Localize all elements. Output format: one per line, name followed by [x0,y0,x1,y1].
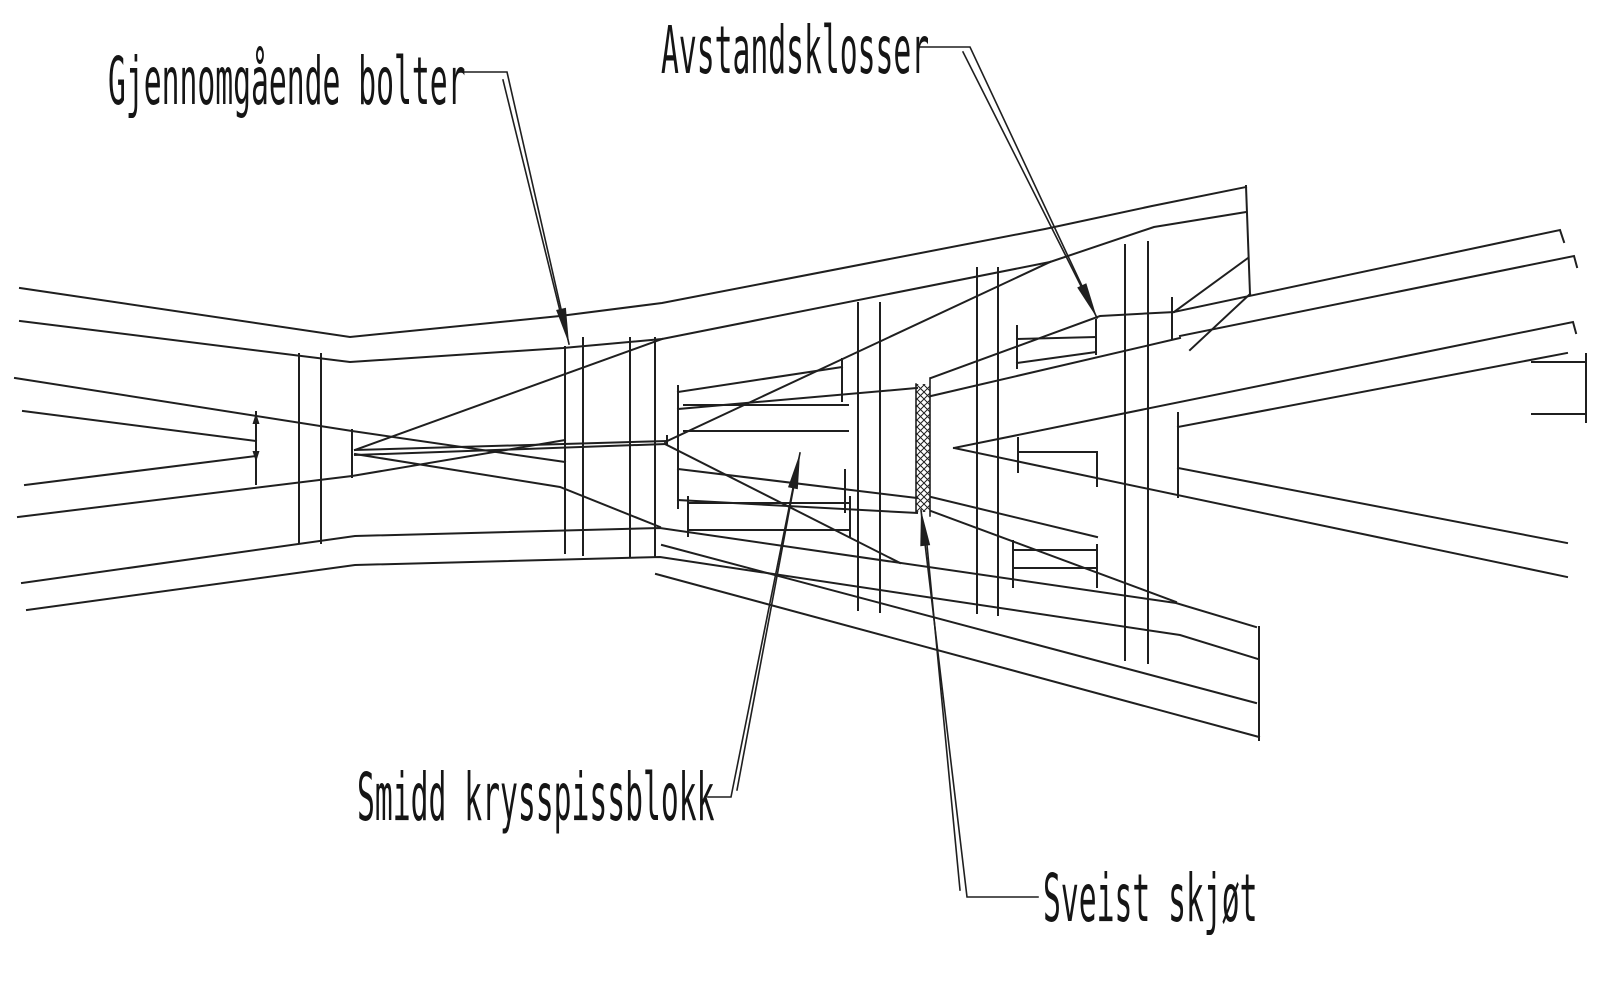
welded-joint-hatch [915,377,931,517]
lower-wing-rail [20,526,1261,741]
leader-sveist-skjot [920,509,1039,898]
leader-gjennomgaende-bolter [459,71,570,345]
right-point-rails [952,320,1578,579]
arrowhead [920,510,931,547]
arrowhead [1077,283,1097,318]
upper-wing-rail [18,184,1579,364]
leader-lines [459,46,1099,898]
label-avstandsklosser: Avstandsklosser [661,14,929,90]
through-bolts [298,241,1149,664]
label-sveist-skjot: Sveist skjøt [1043,862,1257,938]
arrowhead [788,453,800,490]
leader-smidd-krysspissblokk [707,452,801,798]
label-gjennomgaende-bolter: Gjennomgående bolter [108,45,465,121]
upper-bend-end [1244,184,1252,296]
label-smidd-krysspissblokk: Smidd krysspissblokk [357,761,715,837]
arrowhead [556,307,569,344]
left-point-rails [13,337,669,529]
leader-avstandsklosser [917,46,1099,320]
labels: Gjennomgående bolter Avstandsklosser Smi… [108,14,1257,938]
spacer-blocks [683,319,1587,588]
